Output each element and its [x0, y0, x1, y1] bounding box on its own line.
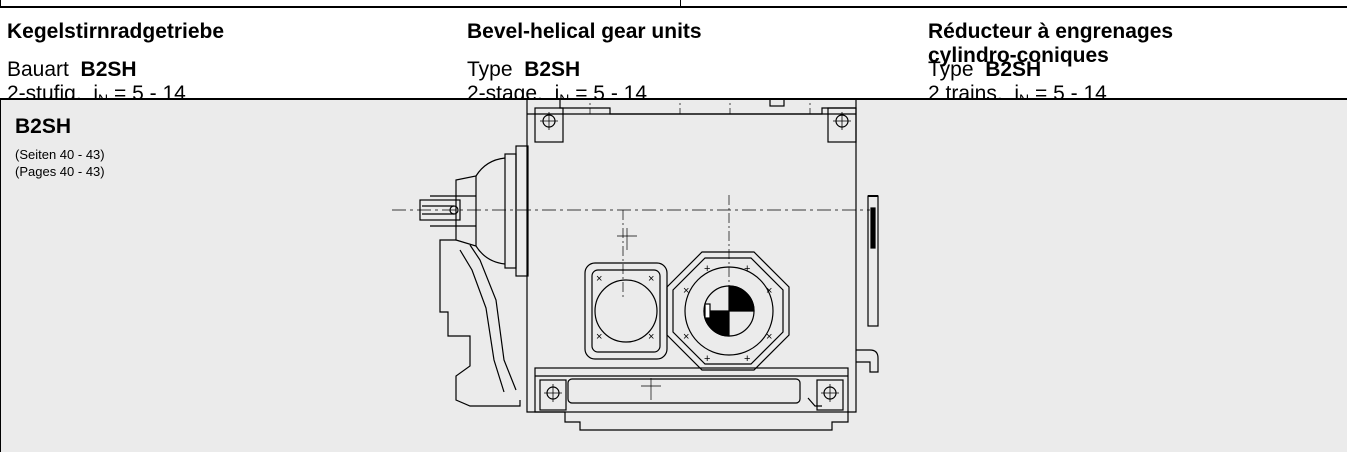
svg-text:×: × [648, 331, 654, 343]
svg-text:×: × [648, 273, 654, 285]
svg-text:×: × [683, 285, 689, 297]
page-ref-de: (Seiten 40 - 43) [15, 147, 105, 162]
type-line: Type B2SH [467, 58, 581, 81]
svg-text:+: + [704, 263, 710, 275]
type-code: B2SH [524, 58, 581, 81]
drawing-panel: B2SH (Seiten 40 - 43) (Pages 40 - 43) [0, 98, 1347, 452]
type-code: B2SH [80, 58, 137, 81]
svg-text:×: × [766, 331, 772, 343]
column-en: Bevel-helical gear units Type B2SH 2-sta… [467, 20, 702, 106]
svg-text:×: × [596, 331, 602, 343]
column-title-line1: Réducteur à engrenages [928, 20, 1174, 43]
column-title-line2: cylindro-coniques [928, 44, 1109, 67]
column-fr: Réducteur à engrenages cylindro-coniques… [928, 20, 1174, 106]
svg-text:+: + [704, 353, 710, 365]
top-frame [0, 0, 1347, 8]
svg-text:×: × [683, 331, 689, 343]
type-line: Bauart B2SH [7, 58, 137, 81]
svg-text:+: + [744, 263, 750, 275]
column-de: Kegelstirnradgetriebe Bauart B2SH 2-stuf… [7, 20, 225, 106]
svg-text:+: + [744, 353, 750, 365]
panel-title: B2SH [15, 115, 72, 138]
svg-text:×: × [766, 285, 772, 297]
type-code: B2SH [985, 58, 1042, 81]
page-ref-en: (Pages 40 - 43) [15, 164, 105, 179]
svg-text:×: × [596, 273, 602, 285]
top-rule [0, 6, 1347, 8]
type-line: Type B2SH [928, 58, 1042, 81]
gear-unit-drawing: × × × × + + × × × × + + [392, 100, 879, 431]
column-title: Kegelstirnradgetriebe [7, 20, 225, 43]
column-title: Bevel-helical gear units [467, 20, 702, 43]
